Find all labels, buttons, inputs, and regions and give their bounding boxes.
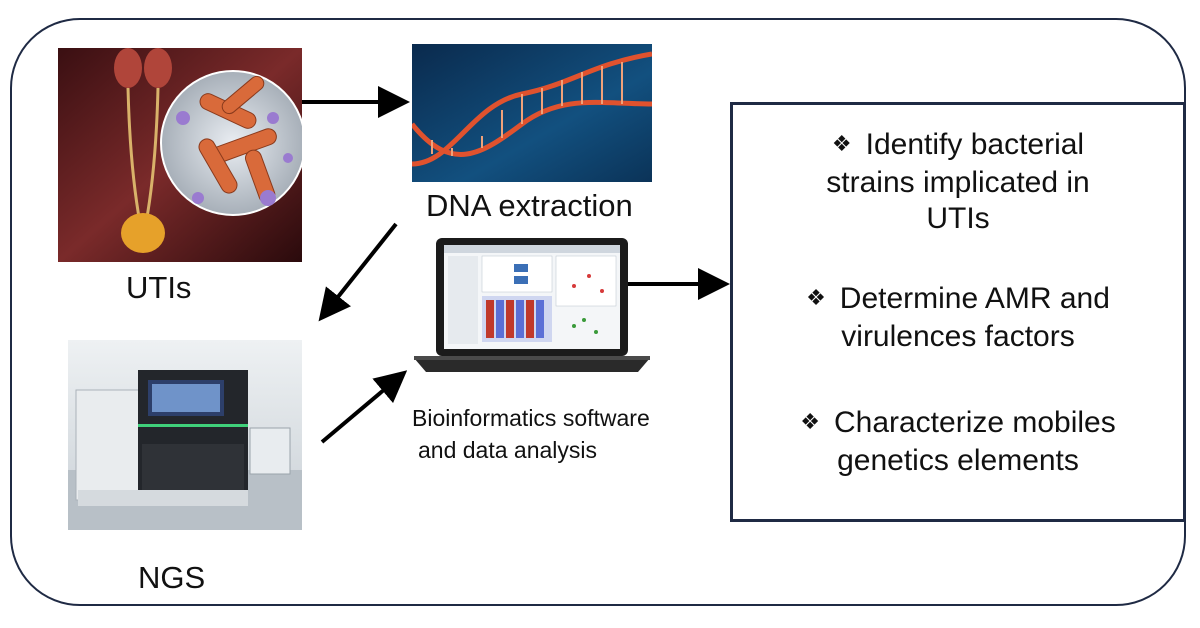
result-item-identify: ❖Identify bacterial strains implicated i… <box>733 127 1183 237</box>
utis-label: UTIs <box>126 270 192 305</box>
result-item-mobile-elements: ❖ Characterize mobiles genetics elements <box>733 405 1183 479</box>
dna-extraction-label: DNA extraction <box>426 188 633 223</box>
diamond-bullet-icon: ❖ <box>800 409 820 434</box>
diamond-bullet-icon: ❖ <box>806 285 826 310</box>
ngs-sequencer-illustration <box>68 340 302 530</box>
result-item-text: Determine AMR and virulences factors <box>839 282 1110 353</box>
diamond-bullet-icon: ❖ <box>831 131 852 156</box>
ngs-label: NGS <box>138 560 206 595</box>
result-item-text: Identify bacterial strains implicated in… <box>826 128 1090 235</box>
dna-illustration <box>412 44 652 182</box>
results-box: ❖Identify bacterial strains implicated i… <box>730 102 1186 522</box>
result-item-amr: ❖ Determine AMR and virulences factors <box>733 281 1183 355</box>
bioinformatics-label-line1: Bioinformatics software <box>412 405 650 431</box>
bioinformatics-label-line2: and data analysis <box>418 437 598 463</box>
laptop-illustration <box>414 236 650 376</box>
result-item-text: Characterize mobiles genetics elements <box>833 406 1116 477</box>
utis-illustration <box>58 48 302 262</box>
